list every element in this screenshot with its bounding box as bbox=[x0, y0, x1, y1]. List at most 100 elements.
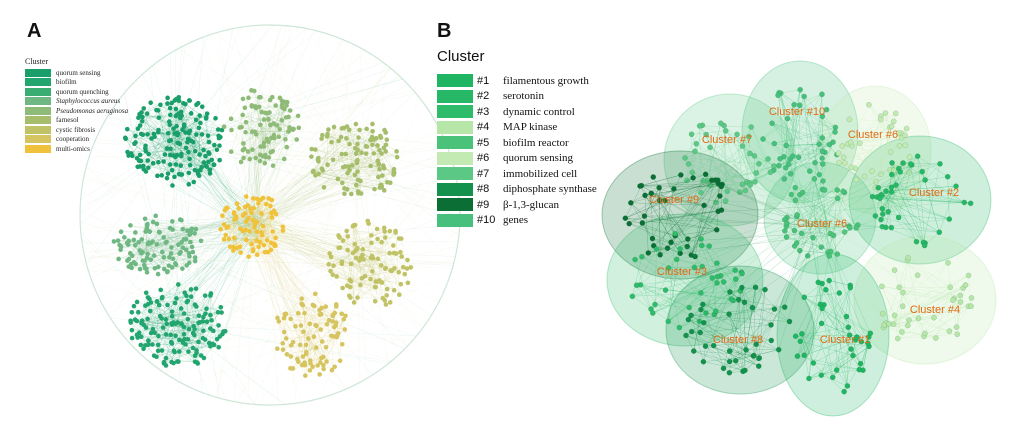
network-a-node bbox=[168, 251, 174, 256]
network-a-edge bbox=[243, 234, 304, 358]
network-a-edge bbox=[251, 146, 336, 228]
network-a-node bbox=[376, 161, 382, 167]
network-b-node bbox=[900, 160, 906, 166]
network-b-node bbox=[906, 317, 912, 323]
network-b-node bbox=[819, 91, 825, 98]
legend-a-label: farnesol bbox=[56, 116, 79, 125]
network-a-edge bbox=[107, 115, 176, 143]
network-a-edge bbox=[312, 127, 345, 173]
network-a-edge bbox=[192, 347, 219, 349]
network-a-node bbox=[405, 280, 411, 286]
network-a-edge bbox=[357, 235, 372, 298]
network-a-edge bbox=[177, 25, 283, 326]
network-b-node bbox=[797, 338, 804, 345]
network-a-edge bbox=[261, 127, 461, 212]
network-a-node bbox=[178, 163, 184, 168]
network-a-node bbox=[172, 174, 177, 180]
network-b-node bbox=[676, 324, 683, 331]
network-a-edge bbox=[363, 259, 376, 282]
network-a-edge bbox=[369, 264, 420, 333]
cluster-b-label: Cluster #6 bbox=[797, 218, 847, 230]
network-a-node bbox=[172, 300, 178, 306]
network-a-edge bbox=[145, 142, 178, 152]
network-a-node bbox=[134, 299, 140, 305]
network-a-node bbox=[198, 167, 203, 173]
network-b-node bbox=[638, 182, 645, 189]
network-a-edge bbox=[157, 241, 459, 246]
network-a-node bbox=[352, 145, 358, 151]
network-a-edge bbox=[244, 218, 348, 278]
network-a-node bbox=[198, 120, 203, 126]
network-a-edge bbox=[349, 153, 382, 171]
network-a-edge bbox=[157, 176, 457, 246]
network-a-node bbox=[146, 240, 152, 245]
legend-b-number: #10 bbox=[477, 214, 496, 227]
network-b-node bbox=[878, 171, 884, 178]
network-a-node bbox=[284, 144, 290, 150]
network-a-node bbox=[190, 330, 196, 336]
network-b-node bbox=[781, 176, 788, 182]
network-a-node bbox=[129, 309, 135, 315]
network-a-edge bbox=[339, 237, 397, 254]
network-b-node bbox=[847, 284, 854, 291]
network-a-node bbox=[191, 179, 197, 185]
network-a-edge bbox=[243, 134, 257, 144]
network-a-node bbox=[355, 158, 360, 163]
network-a-edge bbox=[256, 105, 287, 135]
network-a-edge bbox=[333, 250, 348, 266]
network-b-node bbox=[799, 189, 806, 196]
network-a-node bbox=[196, 313, 202, 319]
network-a-node bbox=[165, 269, 170, 274]
network-b-node bbox=[672, 230, 678, 237]
network-b-node bbox=[662, 287, 669, 293]
network-a-node bbox=[219, 310, 224, 315]
network-a-edge bbox=[167, 132, 178, 174]
network-a-edge bbox=[145, 150, 198, 172]
network-a-edge bbox=[384, 231, 400, 295]
network-a-edge bbox=[321, 126, 335, 169]
network-a-node bbox=[187, 98, 192, 103]
network-a-edge bbox=[174, 141, 461, 218]
network-a-edge bbox=[157, 83, 408, 246]
network-a-edge bbox=[137, 218, 260, 341]
network-a-node bbox=[352, 172, 358, 178]
network-b-node bbox=[688, 328, 695, 335]
network-b-node bbox=[946, 216, 953, 222]
network-a-node bbox=[173, 106, 179, 112]
network-a-node bbox=[355, 169, 360, 174]
network-a-edge bbox=[177, 329, 190, 362]
network-a-edge bbox=[170, 323, 182, 343]
network-a-node bbox=[151, 253, 157, 258]
network-a-node bbox=[140, 258, 146, 263]
network-a-edge bbox=[244, 167, 381, 217]
network-a-edge bbox=[381, 270, 392, 283]
network-b-node bbox=[947, 284, 954, 291]
network-b-node bbox=[671, 186, 677, 192]
network-a-edge bbox=[174, 28, 307, 143]
network-a-node bbox=[198, 238, 204, 244]
network-b-node bbox=[897, 169, 904, 175]
network-a-edge bbox=[248, 26, 313, 336]
network-a-edge bbox=[150, 102, 197, 121]
network-b-node bbox=[914, 272, 921, 279]
network-a-node bbox=[259, 109, 265, 115]
network-a-edge bbox=[369, 263, 454, 266]
network-a-node bbox=[212, 142, 217, 148]
network-a-edge bbox=[177, 36, 204, 326]
network-a-node bbox=[364, 144, 370, 149]
network-a-node bbox=[118, 229, 124, 235]
legend-b-number: #9 bbox=[477, 198, 490, 211]
network-a-layer bbox=[79, 24, 461, 405]
network-a-edge bbox=[133, 237, 164, 263]
network-b-node bbox=[819, 134, 826, 141]
legend-a-item: Pseudomonas aeruginosa bbox=[25, 106, 128, 116]
network-a-edge bbox=[347, 168, 395, 174]
network-a-node bbox=[143, 303, 148, 308]
network-a-node bbox=[363, 151, 369, 156]
network-a-edge bbox=[134, 319, 223, 335]
network-a-edge bbox=[131, 241, 191, 269]
network-a-edge bbox=[250, 220, 376, 270]
legend-a-item: quorum sensing bbox=[25, 68, 128, 78]
